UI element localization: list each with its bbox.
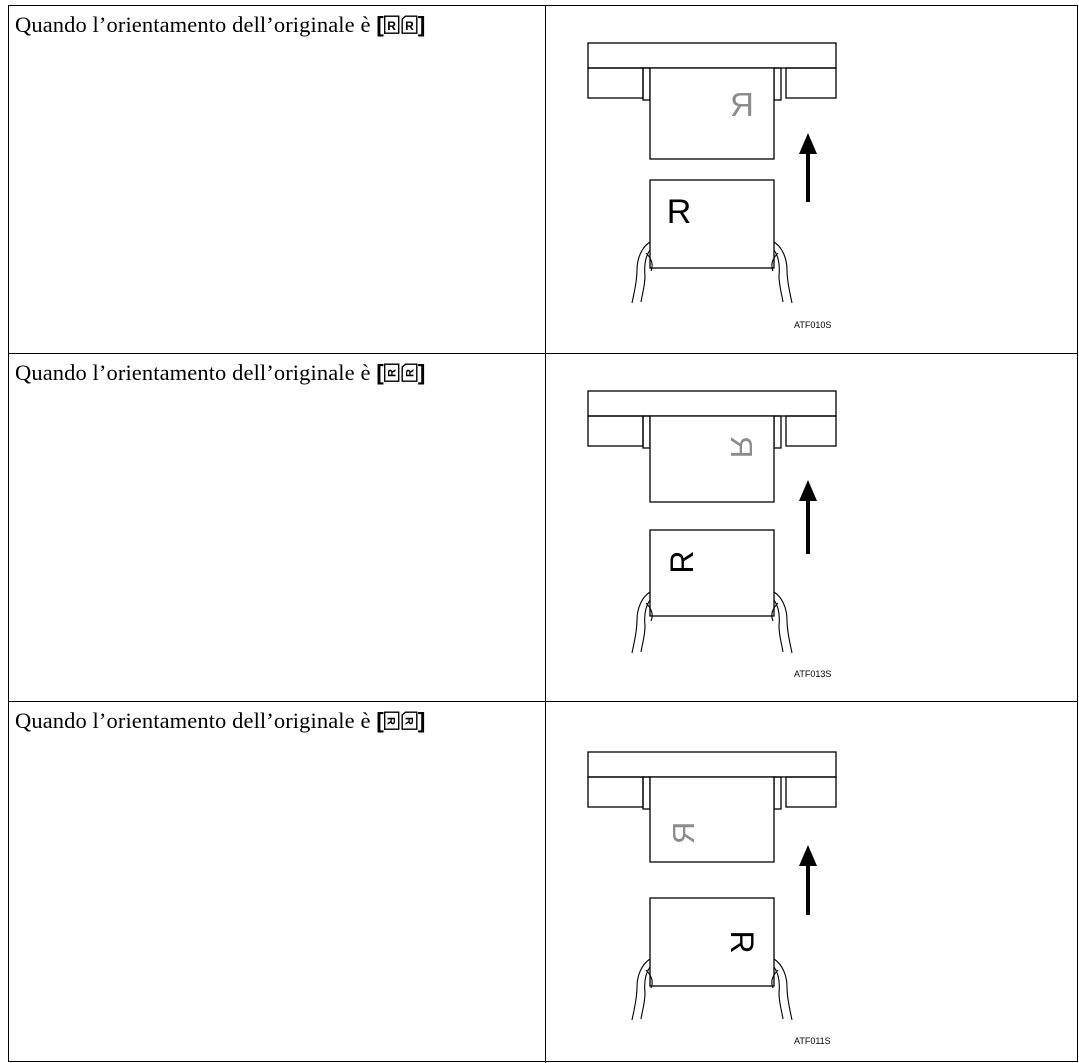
paper-guide-right: [773, 67, 782, 101]
column-divider: [545, 702, 546, 1063]
hands-icon: [631, 241, 793, 304]
caption-text: Quando l’orientamento dell’originale è: [15, 708, 371, 733]
table-row: Quando l’orientamento dell’originale è […: [9, 702, 1077, 1063]
svg-text:R: R: [404, 369, 416, 377]
svg-text:R: R: [387, 369, 399, 377]
scanner-top-plate: [587, 42, 837, 69]
fed-letter: R: [666, 822, 701, 844]
caption-text: Quando l’orientamento dell’originale è: [15, 360, 371, 385]
feed-arrow-icon: [799, 133, 817, 202]
orientation-caption: Quando l’orientamento dell’originale è […: [15, 360, 425, 386]
figure-code: ATF010S: [794, 320, 831, 330]
original-sheet: [649, 179, 775, 269]
bracket-open: [: [376, 708, 384, 733]
feed-arrow-icon: [799, 480, 817, 554]
scanner-slot-left: [587, 67, 644, 99]
table-row: Quando l’orientamento dell’originale è […: [9, 354, 1077, 702]
original-sheet: [649, 529, 775, 617]
svg-text:R: R: [402, 717, 414, 725]
original-letter: R: [664, 550, 700, 573]
feeding-illustration: R R ATF013S: [546, 354, 1077, 701]
bracket-close: ]: [417, 12, 426, 37]
original-letter: R: [724, 930, 760, 953]
fed-letter: R: [730, 86, 754, 123]
fed-sheet: [649, 776, 775, 863]
hands-icon: [631, 591, 793, 654]
orientation-upright-icon: R R: [383, 15, 418, 34]
bracket-close: ]: [417, 360, 426, 385]
column-divider: [545, 354, 546, 701]
svg-text:R: R: [387, 19, 396, 33]
orientation-table: Quando l’orientamento dell’originale è […: [8, 5, 1078, 1063]
hands-icon: [631, 958, 793, 1021]
scanner-slot-right: [785, 67, 837, 99]
bracket-open: [: [376, 360, 384, 385]
caption-text: Quando l’orientamento dell’originale è: [15, 12, 371, 37]
table-row: Quando l’orientamento dell’originale è […: [9, 6, 1077, 354]
paper-guide-left: [642, 67, 651, 101]
bracket-close: ]: [417, 708, 426, 733]
orientation-caption: Quando l’orientamento dell’originale è […: [15, 708, 425, 734]
feeding-illustration: R R ATF010S: [546, 6, 1077, 353]
original-sheet: [649, 897, 775, 987]
feed-arrow-icon: [799, 845, 817, 915]
fed-sheet: [649, 415, 775, 503]
svg-text:R: R: [385, 717, 397, 725]
orientation-rotated-left-icon: R R: [383, 363, 418, 382]
orientation-rotated-right-icon: R R: [383, 711, 418, 730]
original-letter: R: [667, 193, 692, 231]
svg-text:R: R: [405, 19, 414, 33]
figure-code: ATF011S: [794, 1036, 831, 1046]
orientation-caption: Quando l’orientamento dell’originale è […: [15, 12, 425, 38]
fed-sheet: [649, 67, 775, 160]
figure-code: ATF013S: [794, 669, 831, 679]
column-divider: [545, 6, 546, 353]
feeding-illustration: R R ATF011S: [546, 702, 1077, 1063]
bracket-open: [: [376, 12, 384, 37]
fed-letter: R: [724, 436, 759, 458]
